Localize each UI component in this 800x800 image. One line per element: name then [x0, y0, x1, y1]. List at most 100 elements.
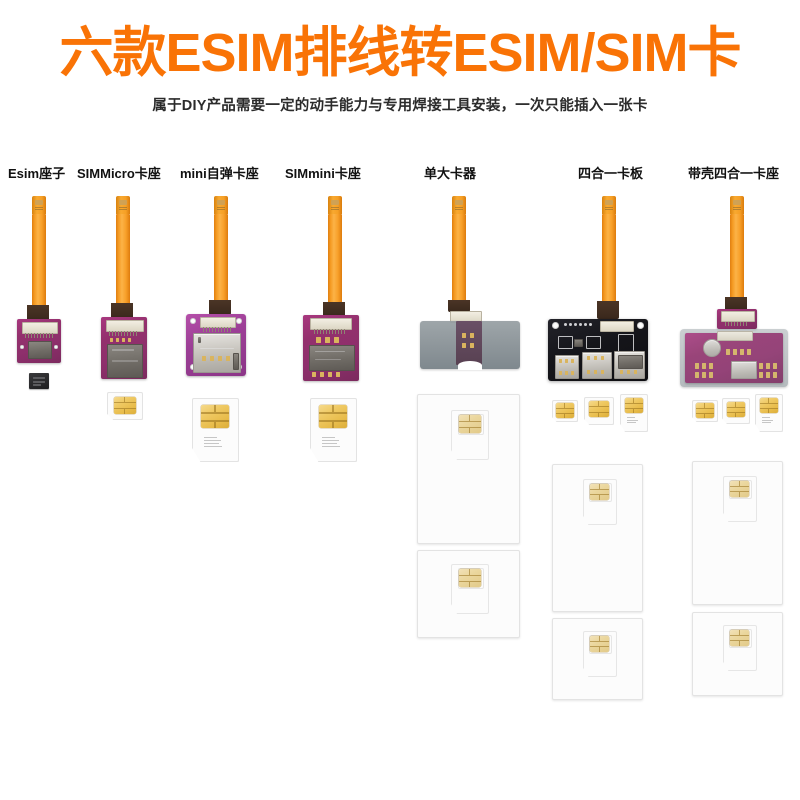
micro-sim-socket: [107, 344, 143, 378]
nano-sim-punch-outline: [589, 635, 612, 654]
sim-chip-contact: [727, 402, 745, 417]
product-label-sim-micro-socket: SIMMicro卡座: [77, 166, 161, 181]
flex-cable-tail: [209, 300, 231, 315]
standard-sim-card: [692, 612, 783, 696]
silkscreen-dots: [564, 323, 594, 327]
sim-card-print: [762, 417, 776, 425]
silkscreen-outline: [618, 334, 634, 352]
flex-cable-marking: [331, 207, 339, 208]
sim-chip-contact: [556, 403, 574, 418]
solder-pad: [316, 337, 321, 343]
micro-sim-punch-outline: [723, 625, 757, 671]
flex-cable: [602, 214, 616, 306]
esim-footprint: [28, 341, 52, 359]
nano-sim-punch-outline: [458, 568, 484, 589]
flex-cable-marking: [35, 209, 43, 210]
micro-sim-slot: [582, 352, 612, 379]
push-push-sim-socket: [193, 333, 241, 373]
connector-pins: [314, 329, 346, 334]
connector-pins: [725, 322, 749, 326]
flex-cable-tail: [597, 301, 619, 319]
product-label-sim-mini-socket: SIMmini卡座: [285, 166, 361, 181]
product-label-shelled-four-in-one-socket: 带壳四合一卡座: [688, 166, 780, 181]
flex-cable-marking: [217, 209, 225, 210]
mounting-hole: [190, 318, 196, 324]
flex-cable: [214, 214, 228, 306]
solder-pad: [122, 338, 125, 342]
standard-sim-card: [552, 618, 643, 700]
mounting-hole: [236, 318, 242, 324]
flex-cable-head: [730, 196, 744, 214]
mounting-hole: [637, 322, 644, 329]
solder-pad: [325, 337, 330, 343]
flex-cable-tail: [323, 302, 345, 317]
flex-cable-gold-pad: [733, 200, 741, 205]
standard-sim-card: [552, 464, 643, 612]
sim-chip-contact: [625, 398, 643, 413]
flex-cable-head: [116, 196, 130, 214]
sim-chip-contact: [589, 401, 609, 417]
nano-sim-punch-outline: [729, 629, 752, 648]
shelled-four-in-one-socket-shell: [680, 329, 788, 387]
flex-cable: [32, 214, 46, 312]
flex-cable-marking: [605, 209, 613, 210]
mini-sim-slot: [731, 361, 757, 379]
sim-chip-contact: [730, 630, 749, 646]
nano-sim-punch-outline: [589, 483, 612, 502]
flex-cable-marking: [331, 209, 339, 210]
sim-chip-contact: [319, 405, 347, 428]
sim-chip-contact: [760, 398, 778, 413]
connector-pins: [109, 331, 139, 336]
flex-cable-gold-pad: [35, 200, 43, 205]
sim-chip-contact: [730, 481, 749, 497]
card-slot: [456, 321, 482, 365]
silkscreen-outline: [586, 336, 601, 349]
flex-cable-marking: [455, 207, 463, 208]
flex-cable-marking: [119, 209, 127, 210]
header: 六款ESIM排线转ESIM/SIM卡 属于DIY产品需要一定的动手能力与专用焊接…: [0, 0, 800, 115]
sim-mini-socket-board: [303, 315, 359, 381]
silkscreen-outline: [558, 336, 573, 349]
metal-ring: [703, 339, 721, 357]
flex-cable-tail: [725, 297, 747, 311]
flex-cable-marking: [35, 207, 43, 208]
micro-sim-punch-outline: [583, 631, 617, 677]
product-label-four-in-one-board: 四合一卡板: [578, 166, 644, 181]
solder-pad: [320, 372, 324, 377]
mini-sim-socket: [309, 345, 355, 371]
esim-chip-card: [29, 373, 49, 389]
standard-sim-card: [417, 550, 520, 638]
flex-cable-tail: [27, 305, 49, 321]
single-big-card-holder-shell: [420, 321, 520, 370]
sim-chip-contact: [696, 403, 714, 418]
sim-card-print: [627, 417, 641, 425]
flex-cable-gold-pad: [455, 200, 463, 205]
flex-cable-head: [214, 196, 228, 214]
connector-board: [717, 309, 757, 329]
esim-socket-board: [17, 319, 61, 363]
nano-sim-punch-outline: [729, 480, 752, 499]
standard-sim-card: [417, 394, 520, 544]
nano-sim-card: [107, 392, 143, 420]
four-in-one-board: [548, 319, 648, 381]
sim-card-print: [322, 437, 346, 449]
standard-sim-card: [692, 461, 783, 605]
nano-sim-card: [552, 400, 578, 422]
flex-cable-tail: [111, 303, 133, 319]
nano-sim-slot: [555, 355, 579, 379]
flex-cable-gold-pad: [605, 200, 613, 205]
micro-sim-card: [722, 398, 750, 424]
flex-cable: [730, 214, 744, 302]
solder-pad: [328, 372, 332, 377]
mini-push-socket-board: [186, 314, 246, 376]
four-in-one-socket-board: [685, 331, 783, 383]
flex-cable-marking: [605, 207, 613, 208]
solder-pad: [128, 338, 131, 342]
flex-cable-gold-pad: [217, 200, 225, 205]
page-title: 六款ESIM排线转ESIM/SIM卡: [59, 23, 741, 83]
sim-micro-socket-board: [101, 317, 147, 379]
product-label-mini-push-socket: mini自弹卡座: [180, 166, 259, 181]
sim-chip-contact: [459, 415, 481, 433]
flex-cable: [328, 214, 342, 308]
